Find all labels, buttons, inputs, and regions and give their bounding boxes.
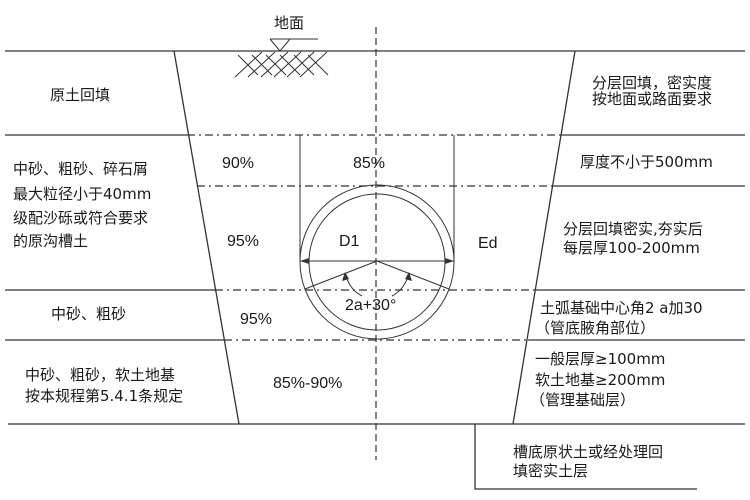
right-pipe-zone-line: 每层厚100-200mm bbox=[563, 239, 700, 257]
pipe-diameter-label: D1 bbox=[339, 233, 360, 250]
ground-level-symbol bbox=[269, 38, 318, 52]
compaction-top-side: 90% bbox=[222, 155, 254, 172]
trench-wall-right bbox=[512, 50, 576, 425]
right-backfill-line: 分层回填，密实度 bbox=[592, 74, 712, 92]
left-zone2-line: 的原沟槽土 bbox=[13, 232, 88, 250]
right-haunch-line: （管底腋角部位） bbox=[535, 319, 655, 337]
bottom-label-line: 填密实土层 bbox=[513, 462, 588, 480]
right-bedding-line: 一般层厚≥100mm bbox=[535, 350, 665, 368]
compaction-bedding: 85%-90% bbox=[273, 375, 342, 392]
pipe-outer-wall bbox=[299, 184, 455, 340]
left-zone4-line: 按本规程第5.4.1条规定 bbox=[25, 387, 183, 405]
right-haunch-line: 土弧基础中心角2 a加30 bbox=[540, 299, 703, 317]
bedding-angle-label: 2a+30° bbox=[345, 297, 396, 314]
trench-wall-left bbox=[173, 50, 240, 425]
soil-hatch-icon bbox=[234, 51, 329, 78]
bottom-callout-box bbox=[474, 424, 697, 490]
bottom-label-line: 槽底原状土或经处理回 bbox=[513, 443, 663, 461]
left-zone2-line: 最大粒径小于40mm bbox=[13, 185, 151, 203]
compaction-top-center: 85% bbox=[353, 155, 385, 172]
right-bedding-line: 软土地基≥200mm bbox=[535, 371, 665, 389]
left-zone2-line: 级配沙砾或符合要求 bbox=[13, 209, 148, 227]
right-top-zone-label: 厚度不小于500mm bbox=[580, 153, 713, 171]
right-pipe-zone-line: 分层回填密实,夯实后 bbox=[563, 220, 703, 238]
right-backfill-line: 按地面或路面要求 bbox=[592, 90, 712, 108]
left-backfill-label: 原土回填 bbox=[50, 86, 110, 104]
right-bedding-line: （管理基础层） bbox=[530, 391, 635, 409]
compaction-haunch: 95% bbox=[240, 311, 272, 328]
ground-label: 地面 bbox=[274, 14, 304, 32]
left-zone3-label: 中砂、粗砂 bbox=[51, 305, 126, 323]
left-zone4-line: 中砂、粗砂，软土地基 bbox=[25, 366, 175, 384]
left-zone2-line: 中砂、粗砂、碎石屑 bbox=[13, 160, 148, 178]
compaction-pipe-side: 95% bbox=[227, 233, 259, 250]
bedding-angle-lines bbox=[304, 260, 450, 297]
pipe-outer-label: Ed bbox=[478, 235, 498, 252]
